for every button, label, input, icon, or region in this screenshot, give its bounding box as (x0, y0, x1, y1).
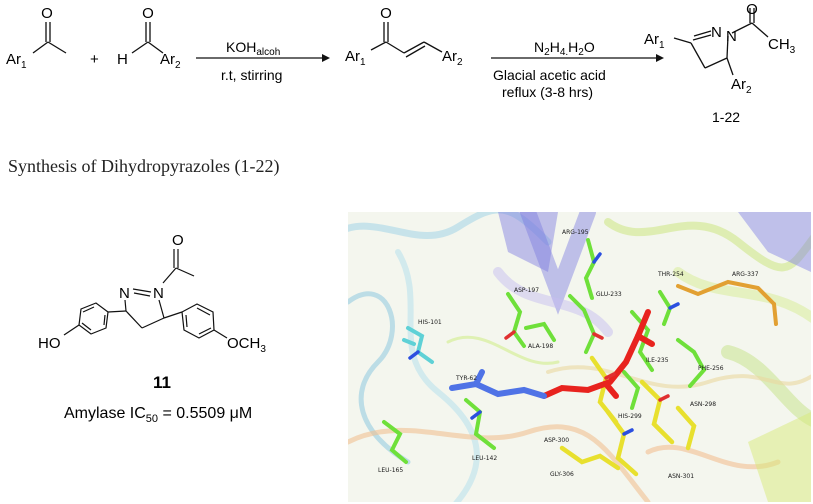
compound-n1: N (119, 285, 130, 302)
product-methyl: CH3 (768, 36, 796, 56)
step2-condition-reflux: reflux (3-8 hrs) (502, 84, 593, 100)
residue-label: GLY-306 (550, 471, 574, 478)
chalcone-ar2: Ar2 (442, 48, 463, 68)
residue-label: ARG-337 (732, 271, 759, 278)
residue-label: ASN-298 (690, 401, 716, 408)
docking-pose-image: ARG-195 ASP-197 GLU-233 THR-254 ARG-337 … (348, 212, 811, 502)
compound-hydroxyl: HO (38, 335, 61, 352)
product-ar1: Ar1 (644, 31, 665, 51)
ketone-ar1: Ar1 (6, 51, 27, 71)
compound-number: 11 (153, 373, 171, 392)
product-n2: N (726, 28, 737, 45)
compound-oxygen: O (172, 232, 184, 249)
plus-sign: + (90, 51, 99, 68)
residue-label: ASN-301 (668, 473, 694, 480)
compound-methoxy: OCH3 (227, 335, 266, 355)
product-compound-range: 1-22 (712, 109, 740, 125)
residue-label: THR-254 (657, 271, 684, 278)
product-ar2: Ar2 (731, 76, 752, 96)
chalcone-oxygen: O (380, 5, 392, 22)
aldehyde-ar2: Ar2 (160, 51, 181, 71)
residue-label: GLU-233 (596, 291, 622, 298)
residue-label: HIS-101 (418, 319, 442, 326)
residue-label: ILE-235 (646, 357, 669, 364)
aldehyde-oxygen: O (142, 5, 154, 22)
compound-n2: N (153, 285, 164, 302)
step2-condition-acid: Glacial acetic acid (493, 67, 606, 83)
product-n1: N (711, 24, 722, 41)
compound-11-structure: O N N HO OCH3 11 Amylase IC50 = 0.5509 μ… (38, 232, 266, 425)
amylase-ic50: Amylase IC50 = 0.5509 μM (64, 405, 252, 425)
chalcone-ar1: Ar1 (345, 48, 366, 68)
step1-condition: r.t, stirring (221, 67, 282, 83)
residue-label: ASP-300 (544, 437, 569, 444)
residue-label: HIS-299 (618, 413, 642, 420)
step1-reagent: KOHalcoh (226, 39, 280, 58)
residue-label: ALA-198 (528, 343, 553, 350)
step2-reagent: N2H4.H2O (534, 39, 595, 58)
product-oxygen: O (746, 1, 758, 18)
residue-label: PHE-256 (698, 365, 724, 372)
reaction-scheme: O Ar1 + O H Ar2 KOHalcoh r.t, stirring O… (6, 1, 796, 125)
aldehyde-hydrogen: H (117, 51, 128, 68)
residue-label: ARG-195 (562, 229, 589, 236)
residue-label: TYR-62 (455, 375, 477, 382)
scheme-caption: Synthesis of Dihydropyrazoles (1-22) (8, 156, 280, 176)
residue-label: ASP-197 (514, 287, 539, 294)
residue-label: LEU-142 (472, 455, 497, 462)
ketone-oxygen: O (41, 5, 53, 22)
residue-label: LEU-165 (378, 467, 403, 474)
